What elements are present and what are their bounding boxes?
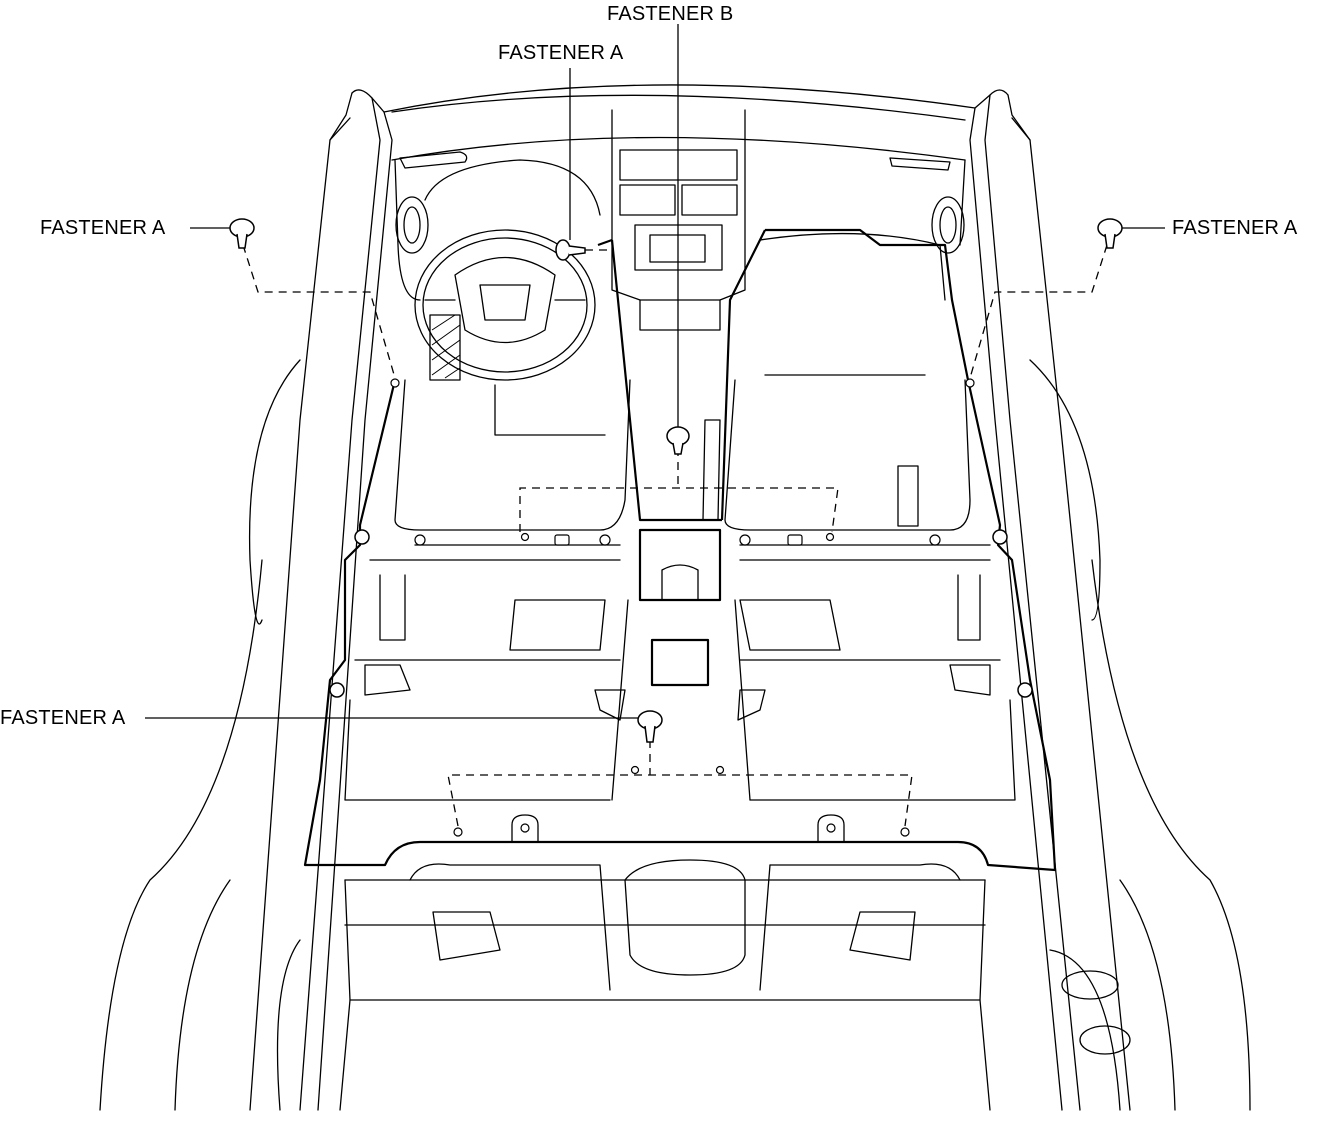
edge-clips xyxy=(329,529,1033,843)
label-fastener-a-left: FASTENER A xyxy=(40,217,166,239)
label-fastener-a-lower: FASTENER A xyxy=(0,707,126,729)
label-fastener-a-top: FASTENER A xyxy=(498,42,624,64)
dashed-leaders xyxy=(242,244,1108,827)
rear-floor xyxy=(276,859,1131,1111)
fastener-holes xyxy=(390,378,975,837)
bolt-clip-icon xyxy=(666,426,690,455)
floor-contours xyxy=(344,374,1016,801)
steering-wheel xyxy=(414,229,596,381)
clip-front-right xyxy=(992,529,1008,545)
clip-rear-left xyxy=(329,682,345,698)
label-fastener-b-top: FASTENER B xyxy=(607,3,734,25)
label-fastener-a-right: FASTENER A xyxy=(1172,217,1298,239)
push-clip-icon xyxy=(229,218,1123,743)
label-leaders xyxy=(145,24,1165,719)
body-outline xyxy=(99,84,1251,1111)
clip-front-left xyxy=(354,529,370,545)
clip-rear-right xyxy=(1017,682,1033,698)
dashboard xyxy=(391,109,966,331)
pedal xyxy=(429,314,461,381)
floor-carpet xyxy=(303,228,1057,872)
